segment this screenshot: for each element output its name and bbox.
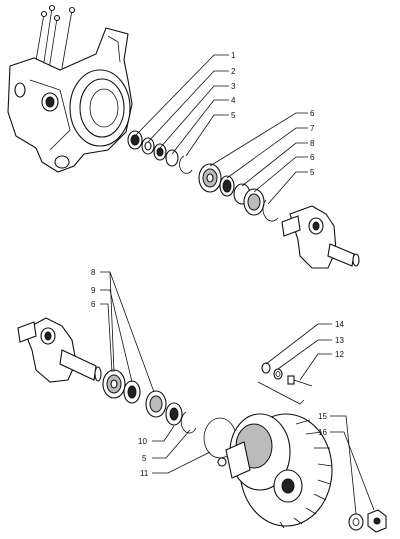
callout-1: 1 xyxy=(231,51,236,60)
callout-9: 9 xyxy=(91,286,96,295)
crankcase-half xyxy=(7,4,133,173)
callout-8: 8 xyxy=(310,139,315,148)
callout-7: 7 xyxy=(310,124,315,133)
crankshaft-half-top xyxy=(281,205,360,269)
callout-6: 6 xyxy=(310,109,315,118)
callout-13: 13 xyxy=(335,336,344,345)
bottom-bearing-stack xyxy=(102,369,237,459)
callout-5: 5 xyxy=(231,111,236,120)
callout-2: 2 xyxy=(231,67,236,76)
callout-16: 16 xyxy=(318,428,327,437)
flywheel xyxy=(217,413,333,529)
callout-11: 11 xyxy=(140,469,149,478)
crankshaft-half-bottom xyxy=(17,317,102,383)
callout-6b: 6 xyxy=(310,153,315,162)
callout-15: 15 xyxy=(318,412,327,421)
flywheel-hardware xyxy=(257,362,387,533)
callout-6c: 6 xyxy=(91,300,96,309)
callout-14: 14 xyxy=(335,320,344,329)
callout-8b: 8 xyxy=(91,268,96,277)
callout-4: 4 xyxy=(231,96,236,105)
callout-5b: 5 xyxy=(310,168,315,177)
callout-10: 10 xyxy=(138,437,147,446)
callout-numbers: 1 2 3 4 5 6 7 8 6 5 8 9 6 10 5 11 14 13 … xyxy=(91,51,344,478)
callout-12: 12 xyxy=(335,350,344,359)
leader-lines xyxy=(100,54,375,515)
callout-3: 3 xyxy=(231,82,236,91)
callout-5c: 5 xyxy=(142,454,147,463)
top-bearing-stack xyxy=(127,130,279,222)
